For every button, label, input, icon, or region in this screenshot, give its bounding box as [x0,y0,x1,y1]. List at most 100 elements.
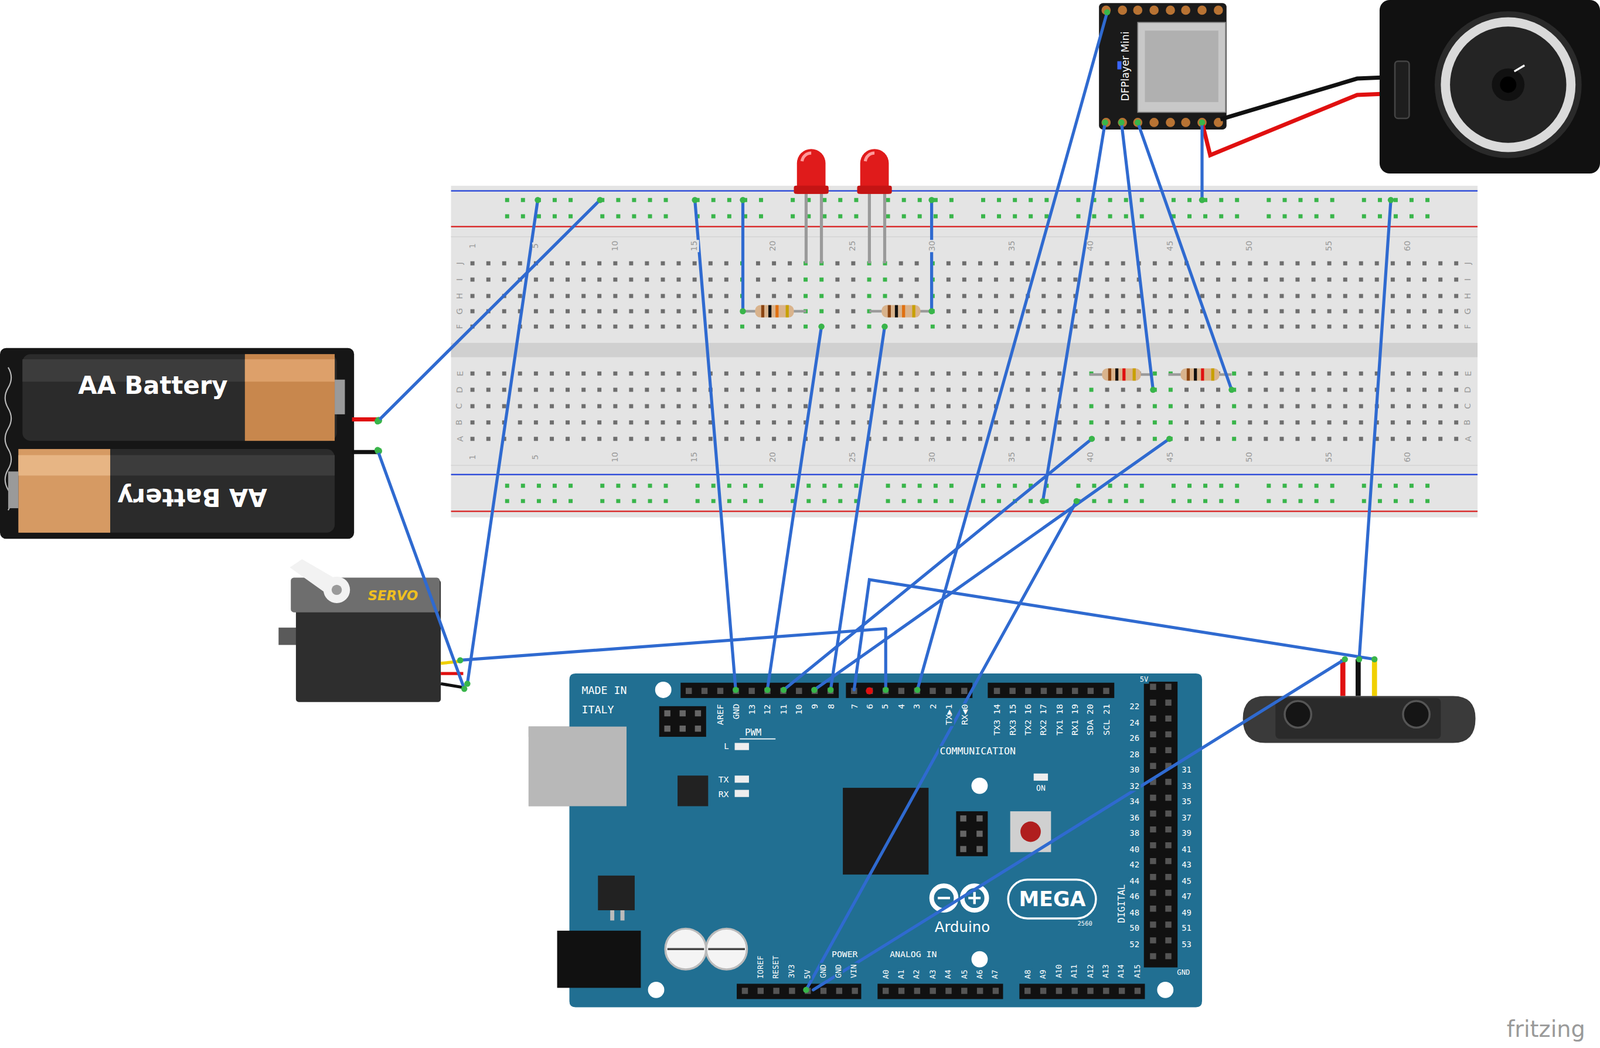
arduino-board [667,947,745,950]
pin-label: MEGA [1018,888,1087,910]
resistor-symbol [894,305,898,318]
pin-label: GND [834,963,843,980]
wire [1200,122,1204,200]
resistor-symbol [901,305,905,318]
pin-label: 10 [794,702,804,716]
pin-label: 34 [1128,798,1141,807]
pin-label: A7 [991,968,1000,980]
pin-label: 7 [849,702,859,710]
pin-label: POWER [830,949,859,959]
led [804,188,808,264]
hole-index: A [1464,434,1473,443]
pin-label: TX1 18 [1054,702,1064,737]
wire [695,199,737,690]
pin-label: TX▶1 [944,702,953,726]
mp3-module [1149,5,1159,16]
breadboard: 1510152025303540455055601510152025303540… [451,185,1479,518]
wire [1137,122,1232,390]
servo-motor: SERVO [277,557,472,705]
mp3-module [1132,5,1143,16]
mp3-module [1098,2,1227,130]
wire [928,196,935,203]
pin-label: 12 [763,702,773,716]
breadboard-body [451,236,1479,238]
pin-label: 5 [881,702,891,710]
mp3-module [1165,117,1176,128]
pin-label: DIGITAL [1117,882,1128,924]
wire [1121,122,1153,390]
pin-label: RX3 15 [1008,702,1017,737]
wire [928,308,935,315]
pin-label: 37 [1180,814,1193,823]
wire-end [1073,498,1080,505]
wire-end [1199,119,1205,126]
wire-end [597,196,604,203]
arduino-board [734,742,750,750]
wire-end [764,686,771,693]
breadboard-body [451,464,1479,466]
arduino-board [987,682,1115,699]
hole-index: D [455,385,465,394]
arduino-board [664,725,670,732]
hole-index: H [1464,291,1473,301]
hole-index: 25 [849,450,858,464]
wire-end [802,986,809,993]
hole-index: C [1464,402,1473,410]
speaker [1434,11,1582,159]
pin-label: 48 [1128,909,1141,918]
arduino-board [845,682,973,699]
led [794,148,893,264]
pin-label: GND [818,963,827,980]
wire [741,199,745,312]
arduino-board [528,726,627,807]
resistor-symbol [1180,368,1220,381]
hole-index: 55 [1325,239,1334,253]
breadboard-body [451,510,1479,512]
wire [467,199,538,684]
pin-label: A1 [897,968,906,980]
mp3-module [1098,2,1227,130]
pin-label: 41 [1180,845,1193,854]
arduino-board [685,683,1172,994]
resistor-symbol [1122,368,1126,381]
mp3-module [1117,5,1128,16]
watermark: fritzing [1505,1018,1587,1041]
pin-label: 4 [897,702,907,710]
resistor-symbol [785,305,789,318]
battery-holder [8,471,19,509]
servo-motor [278,559,466,703]
pin-label: 53 [1180,940,1193,949]
wire-end [1149,386,1156,393]
pin-label: GND [732,702,741,721]
pin-label: 46 [1128,893,1141,902]
pin-label: RX [717,789,730,799]
arduino-board [695,710,701,717]
wire [917,12,1108,690]
wire-end [691,196,698,203]
led [794,185,829,194]
resistor-symbol [1193,368,1197,381]
mp3-module [1101,5,1223,128]
arduino-board [648,681,1174,999]
wire [1342,656,1348,663]
pin-label: 35 [1180,798,1193,807]
hole-index: 45 [1166,450,1176,464]
resistor-symbol [1115,368,1119,381]
hole-index: 40 [1087,239,1096,253]
hole-index: 15 [690,450,699,464]
led [819,188,823,264]
speaker [1491,68,1525,102]
pin-label: 44 [1128,877,1141,886]
pin-label: 49 [1180,909,1193,918]
pin-label: 50 [1128,924,1141,934]
servo-motor [323,576,350,604]
speaker [1514,65,1525,71]
hole-index: 30 [928,239,937,253]
pin-label: RX2 17 [1039,702,1048,737]
resistor-symbol [881,305,921,318]
mp3-module [1144,30,1218,102]
pin-label: RESET [771,954,780,980]
pin-label: 42 [1128,861,1141,870]
arduino-board [569,673,1203,1007]
wire [805,501,1077,990]
